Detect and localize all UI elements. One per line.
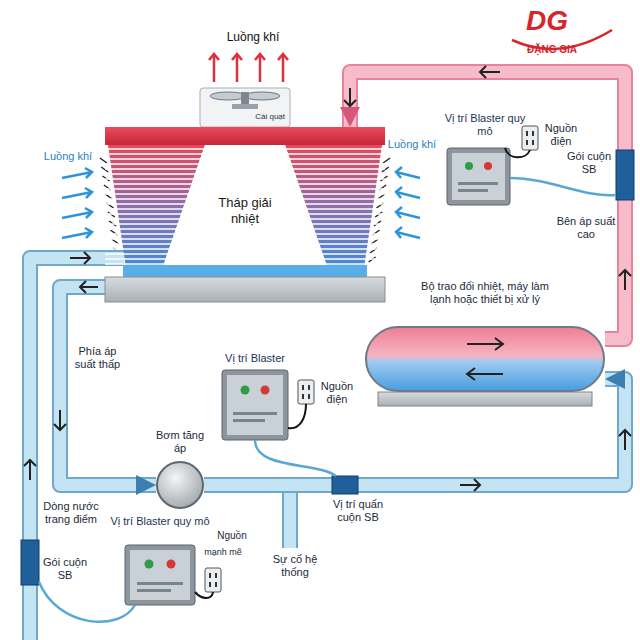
unit-heading: Vị trí Blaster quy mô xyxy=(110,515,210,528)
fan-housing: Cái quạt xyxy=(200,88,290,122)
cooling-tower: Tháp giải nhiệt xyxy=(105,127,385,302)
heat-exchanger: Bộ trao đổi nhiệt, máy làm lạnh hoặc thi… xyxy=(365,280,605,392)
exchanger-stand xyxy=(378,392,592,406)
pipe-outline xyxy=(282,486,298,548)
pump-body xyxy=(156,461,204,509)
pressure-side-label: Bên áp suất cao xyxy=(556,215,616,241)
airflow-label: Luồng khí xyxy=(38,150,98,163)
exchanger-tank xyxy=(365,326,605,392)
blaster-unit: Vị trí Blaster xyxy=(212,352,298,442)
makeup-pipe xyxy=(30,258,124,640)
airflow-label: Luồng khí xyxy=(386,138,438,151)
drain-pipe xyxy=(284,486,296,548)
coil-label: Gói cuộn SB xyxy=(42,556,88,582)
pipe-outline xyxy=(60,287,156,485)
coil-wire xyxy=(39,178,616,622)
logo-mark: DG xyxy=(512,4,582,38)
blaster-panel xyxy=(222,370,288,440)
blaster-unit: Vị trí Blaster quy mô xyxy=(440,112,530,206)
flow-arrow xyxy=(24,66,631,491)
blaster-panel xyxy=(125,545,195,605)
unit-heading: Vị trí Blaster quy mô xyxy=(440,112,530,138)
device-label: mạnh mẽ xyxy=(198,547,248,558)
shape-heading: Bơm tăng áp xyxy=(152,429,208,461)
booster-pump: Bơm tăng áp xyxy=(148,429,212,509)
pipe-connector xyxy=(60,287,156,485)
coil-label: Gói cuộn SB xyxy=(566,150,612,176)
drain-label: Sự cố hệ thống xyxy=(264,553,326,579)
airflow-label: Luồng khí xyxy=(218,30,288,44)
pipe-connector xyxy=(204,379,625,485)
power-label: Nguồn điện xyxy=(541,122,581,148)
pipe-connector xyxy=(350,72,625,339)
makeup-water-label: Dòng nước trang điểm xyxy=(40,500,102,526)
pipe-outline xyxy=(204,379,625,485)
pressure-side-label: Phía áp suất thấp xyxy=(70,345,125,371)
fan xyxy=(200,88,290,127)
power-label: Nguồn điện xyxy=(318,380,356,406)
power-label: Nguồn xyxy=(212,530,252,542)
blaster-unit: Vị trí Blaster quy mô xyxy=(110,515,210,607)
logo-text: ĐẶNG GIA xyxy=(512,44,592,56)
shape-heading: Bộ trao đổi nhiệt, máy làm lạnh hoặc thi… xyxy=(410,280,560,326)
pipe-outline xyxy=(350,72,625,339)
blaster-panel xyxy=(447,148,510,205)
part-label: Cái quạt xyxy=(200,88,290,122)
unit-heading: Vị trí Blaster xyxy=(212,352,298,365)
coil-position-label: Vị trí quấn cuộn SB xyxy=(322,498,394,524)
pipe-outline xyxy=(30,258,124,640)
air-arrows-up xyxy=(209,54,288,82)
part-label: Tháp giải nhiệt xyxy=(205,195,285,227)
flow-arrow xyxy=(367,328,603,390)
